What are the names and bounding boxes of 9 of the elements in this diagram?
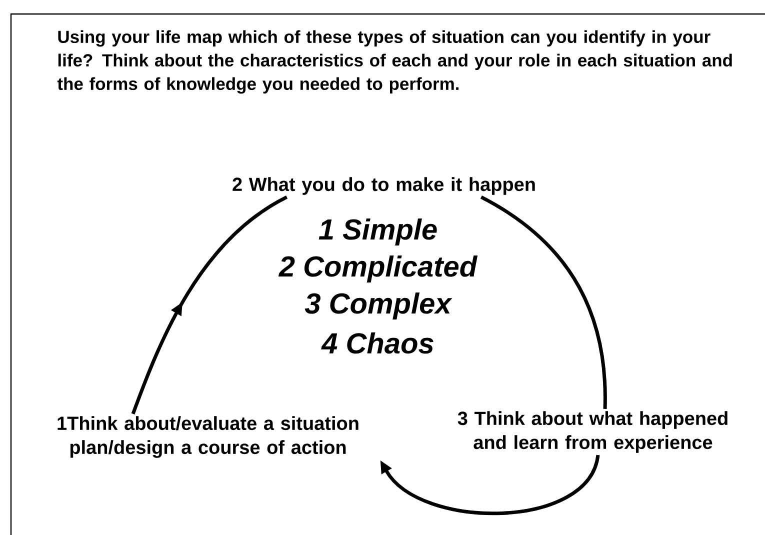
step-label: 2 What you do to make it happen — [232, 177, 535, 195]
step-label: 3 Think about what happened and learn from experience — [458, 411, 728, 453]
arrow — [131, 196, 288, 415]
situation-type: 1 Simple — [318, 218, 437, 246]
step-label: 1Think about/evaluate a situation plan/design a course of action — [58, 416, 358, 458]
question-text: Using your life map which of these types of situation can you identify in your life? Think about the characteristics of each and your role in each situation and the forms of knowledge you needed to perform. — [57, 30, 732, 94]
situation-type: 2 Complicated — [278, 255, 478, 283]
situation-type: 3 Complex — [304, 292, 452, 320]
situation-type: 4 Chaos — [321, 332, 434, 354]
